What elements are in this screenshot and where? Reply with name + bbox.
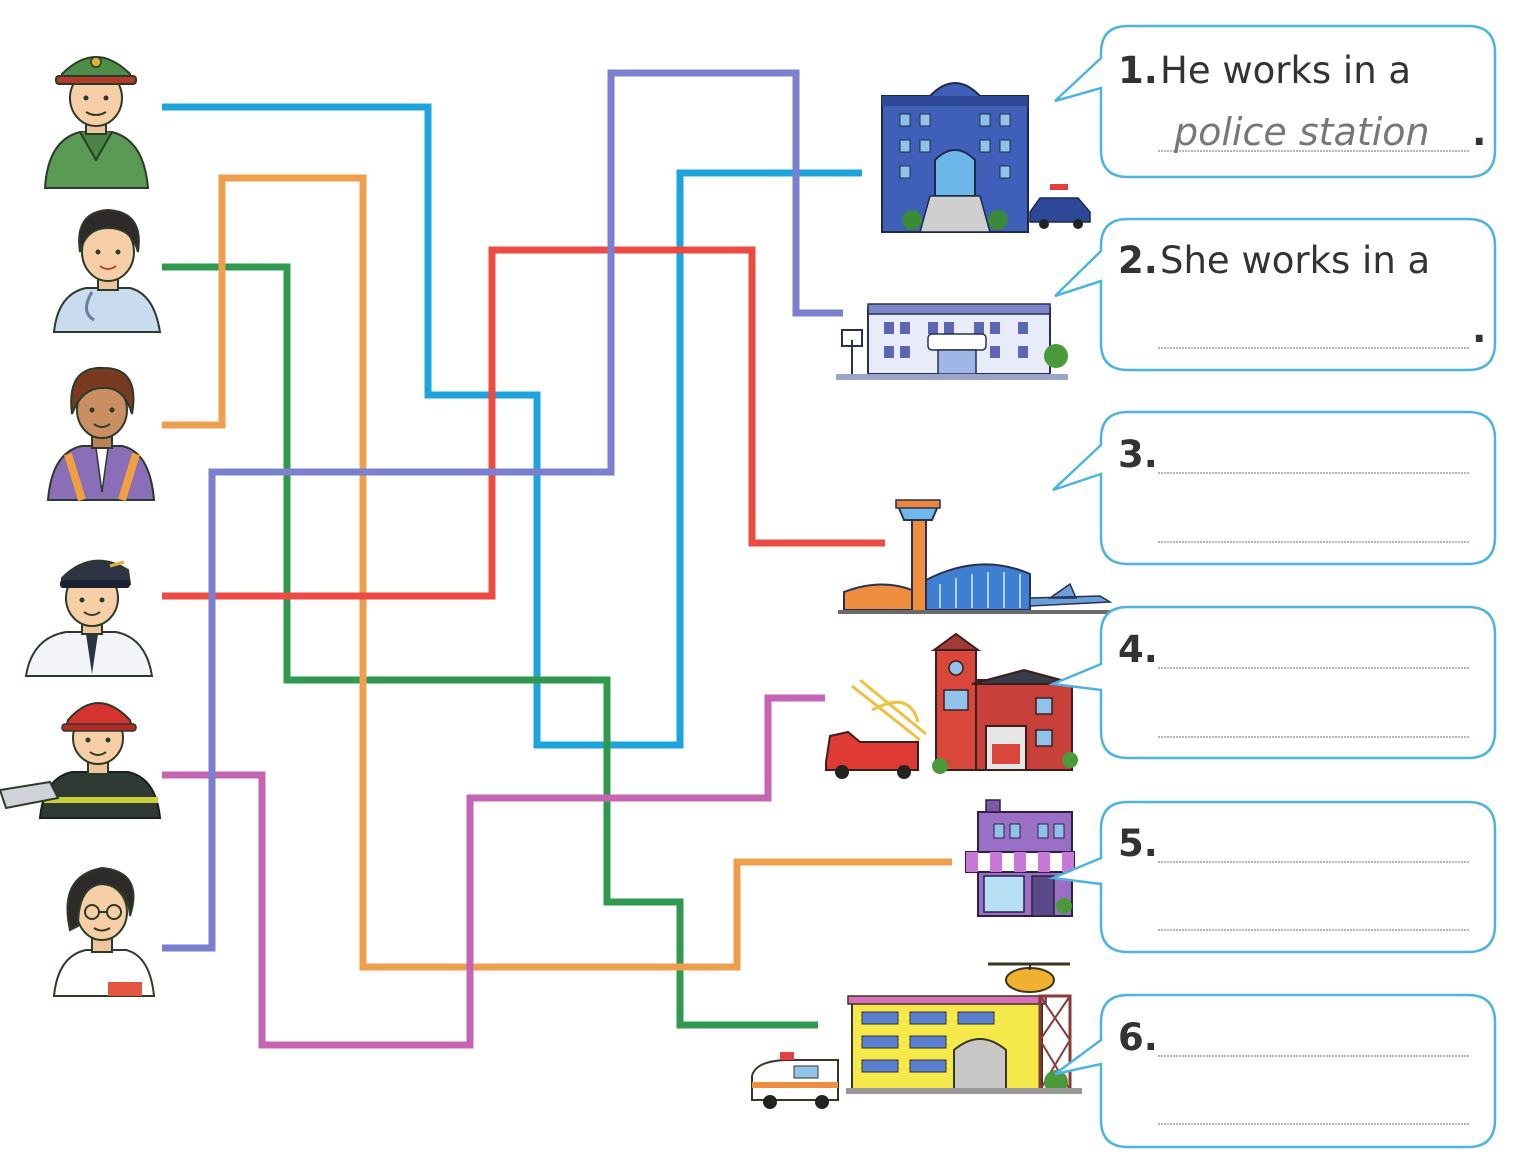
nurse-icon bbox=[52, 208, 162, 333]
bubble-number-2: 2. bbox=[1118, 239, 1158, 282]
line-pink bbox=[162, 694, 825, 1049]
speech-bubble-5: 5. bbox=[1048, 800, 1497, 954]
line-red bbox=[162, 246, 885, 600]
shop-icon bbox=[965, 799, 1075, 917]
hospital-icon bbox=[751, 962, 1082, 1109]
line-orange bbox=[162, 174, 952, 971]
school-icon bbox=[836, 303, 1068, 380]
speech-bubble-6: 6. bbox=[1054, 993, 1497, 1149]
worker-icon bbox=[46, 366, 156, 502]
speech-bubble-3: 3. bbox=[1052, 410, 1497, 566]
soldier-icon bbox=[43, 56, 150, 189]
maze-lines bbox=[162, 69, 952, 1049]
fire-station-icon bbox=[825, 632, 1078, 779]
bubble-number-4: 4. bbox=[1118, 628, 1158, 671]
bubble-number-1: 1. bbox=[1118, 49, 1158, 92]
bubble-number-5: 5. bbox=[1118, 822, 1158, 865]
police-station-icon bbox=[881, 82, 1091, 233]
line-blue bbox=[162, 103, 862, 749]
bubble-answer-1: police station bbox=[1173, 110, 1430, 154]
bubble-number-6: 6. bbox=[1118, 1016, 1158, 1059]
bubble-prompt-2: She works in a bbox=[1160, 239, 1430, 282]
bubble-end-2: . bbox=[1472, 307, 1486, 351]
airport-icon bbox=[838, 499, 1120, 614]
line-green bbox=[162, 263, 818, 1029]
bubble-number-3: 3. bbox=[1118, 433, 1158, 476]
bubble-end-1: . bbox=[1472, 110, 1486, 154]
line-purple bbox=[162, 69, 843, 952]
speech-bubble-2: 2. She works in a . bbox=[1054, 217, 1497, 372]
speech-bubble-1: 1. He works in a police station . bbox=[1054, 24, 1497, 179]
speech-bubble-4: 4. bbox=[1048, 605, 1497, 760]
doctor-icon bbox=[52, 866, 156, 997]
firefighter-icon bbox=[0, 702, 162, 819]
speech-bubbles: 1. He works in a police station . 2. She… bbox=[1048, 24, 1497, 1149]
pilot-icon bbox=[24, 559, 154, 677]
bubble-prompt-1: He works in a bbox=[1160, 49, 1411, 92]
